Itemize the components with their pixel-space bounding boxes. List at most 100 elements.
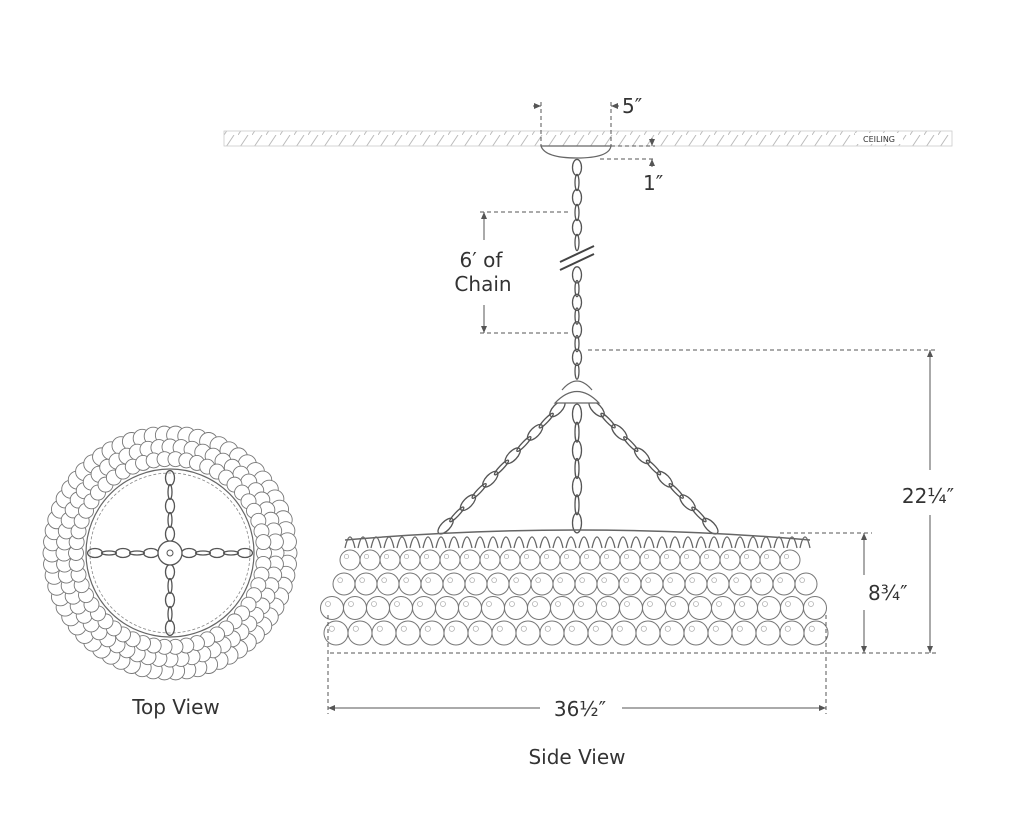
globe-highlight: [601, 601, 607, 607]
globe-highlight: [784, 625, 791, 632]
glass-globe: [504, 596, 528, 620]
globe-highlight: [643, 553, 650, 560]
glass-globe: [376, 572, 400, 596]
globe-highlight: [808, 601, 814, 607]
globe-highlight: [624, 601, 630, 607]
chain-link: [574, 279, 580, 298]
glass-globe: [794, 572, 818, 596]
globe-highlight: [394, 601, 400, 607]
globe-highlight: [755, 577, 761, 583]
glass-globe: [527, 596, 551, 620]
globe-highlight: [513, 577, 519, 583]
chain-label-line2: Chain: [454, 272, 511, 296]
globe-highlight: [363, 553, 370, 560]
globe-highlight: [777, 577, 783, 583]
glass-globe: [779, 620, 805, 646]
chain-label-line1: 6′ of: [460, 248, 504, 272]
body-height-label: 8¾″: [868, 581, 908, 605]
chain-link: [222, 550, 240, 556]
chain-link: [574, 173, 580, 192]
globe-highlight: [425, 577, 431, 583]
chain-link: [538, 412, 554, 429]
arm-chains: [437, 400, 719, 535]
glass-globe: [642, 596, 666, 620]
chain-link: [449, 506, 465, 523]
glass-globe: [458, 596, 482, 620]
globe-highlight: [535, 577, 541, 583]
globe-highlight: [359, 577, 365, 583]
globe-highlight: [616, 625, 623, 632]
glass-globe: [371, 620, 397, 646]
hook: [487, 536, 499, 549]
top-hub: [157, 540, 183, 566]
hook: [422, 536, 434, 549]
globe-highlight: [520, 625, 527, 632]
hook: [617, 536, 629, 549]
chain-link: [574, 307, 580, 325]
hook: [799, 536, 811, 549]
chain-link: [128, 550, 146, 556]
glass-globe: [639, 549, 661, 571]
globe-highlight: [532, 601, 538, 607]
glass-globe: [734, 596, 758, 620]
glass-globe: [757, 596, 781, 620]
chain-link: [571, 439, 583, 461]
globe-highlight: [325, 601, 331, 607]
globe-highlight: [760, 625, 767, 632]
glass-globe: [339, 549, 361, 571]
globe-highlight: [670, 601, 676, 607]
chain-link: [164, 497, 176, 515]
hook: [526, 536, 538, 549]
glass-globe: [359, 549, 381, 571]
canopy-height-dimension: 1″: [600, 138, 663, 195]
chain-link: [645, 459, 662, 476]
globe-highlight: [417, 601, 423, 607]
chain-link: [482, 470, 499, 488]
glass-globe: [699, 549, 721, 571]
globe-highlight: [601, 577, 607, 583]
glass-globe: [707, 620, 733, 646]
globe-highlight: [578, 601, 584, 607]
glass-globe: [574, 572, 598, 596]
globe-highlight: [667, 577, 673, 583]
glass-globe: [759, 549, 781, 571]
globe-highlight: [423, 553, 430, 560]
chain-link: [574, 233, 580, 252]
chain-link: [611, 423, 628, 441]
globe-highlight: [664, 625, 671, 632]
hook: [474, 536, 486, 549]
chain-link: [208, 547, 226, 559]
globe-highlight: [603, 553, 610, 560]
glass-globe: [619, 549, 641, 571]
glass-globe: [439, 549, 461, 571]
glass-globe: [780, 596, 804, 620]
hook: [552, 536, 564, 549]
hook: [357, 536, 369, 549]
globe-highlight: [711, 577, 717, 583]
diameter-label: 36½″: [554, 697, 606, 721]
canopy-width-dimension: 5″: [533, 94, 642, 146]
globe-highlight: [693, 601, 699, 607]
globe-highlight: [383, 553, 390, 560]
ceiling: CEILING: [223, 130, 953, 147]
glass-globe: [750, 572, 774, 596]
hook: [682, 536, 694, 549]
hook: [669, 536, 681, 549]
chain-length-dimension: 6′ of Chain: [454, 211, 570, 334]
chain-link: [633, 447, 651, 465]
chain-link: [623, 436, 639, 452]
globe-highlight: [463, 601, 469, 607]
glass-globe: [728, 572, 752, 596]
glass-globe: [596, 596, 620, 620]
side-view-body: [320, 529, 829, 646]
glass-globe: [459, 549, 481, 571]
glass-globe: [803, 620, 829, 646]
glass-globe: [563, 620, 589, 646]
top-view-drawing: [42, 425, 298, 681]
glass-globe: [530, 572, 554, 596]
globe-highlight: [424, 625, 431, 632]
globe-highlight: [736, 625, 743, 632]
chain-link: [516, 436, 532, 453]
hook: [539, 536, 551, 549]
